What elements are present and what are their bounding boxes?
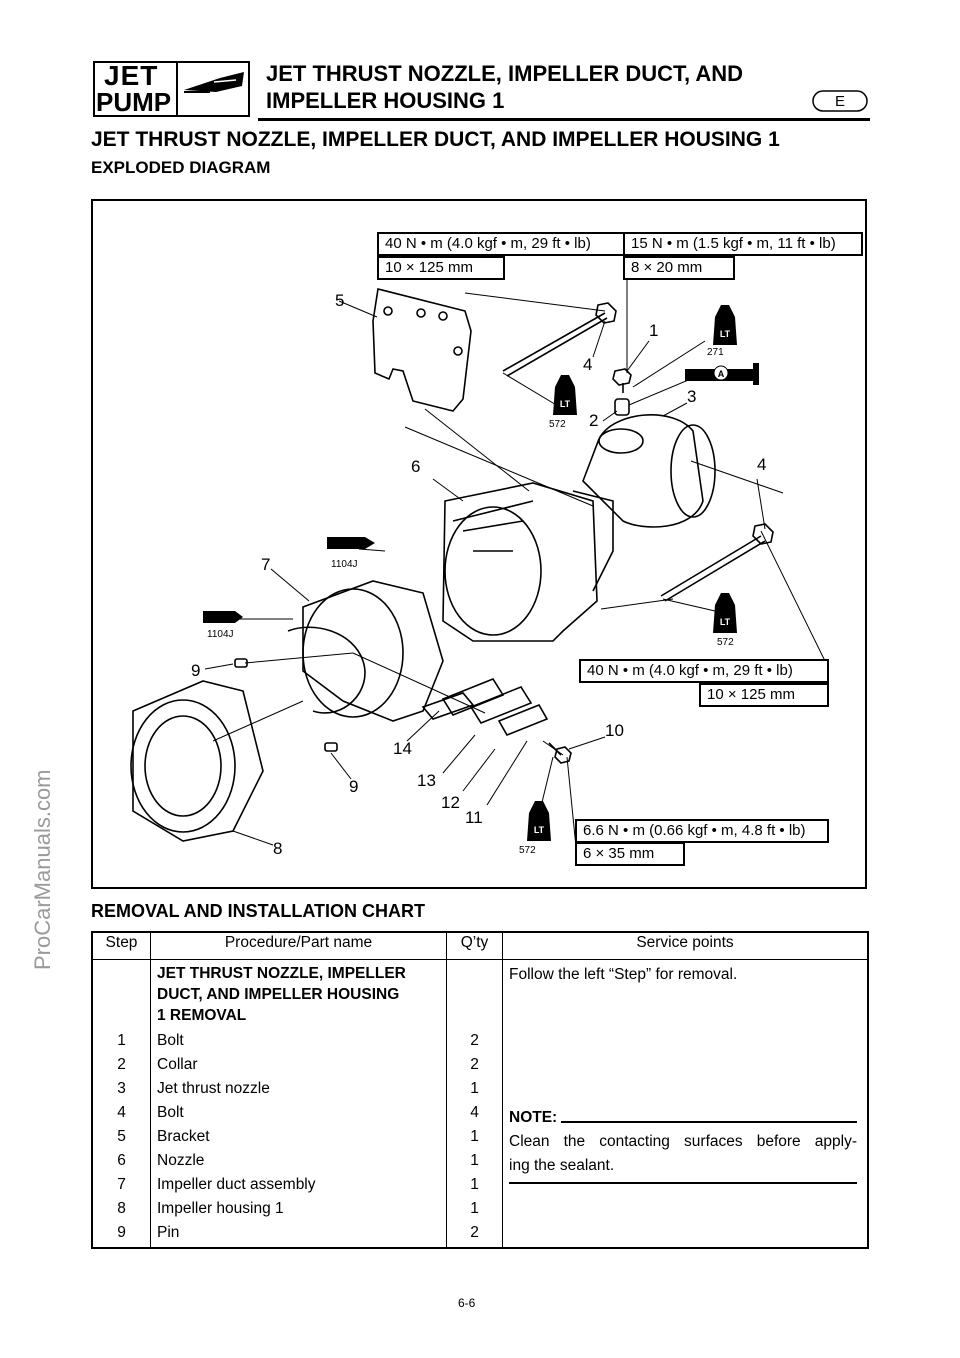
- service-points-cell: Follow the left “Step” for removal. NOTE…: [502, 959, 869, 1248]
- sealant-label-572-b: 572: [717, 637, 734, 648]
- language-badge: E: [812, 90, 868, 112]
- callout-4b: 4: [757, 455, 767, 474]
- callout-12: 12: [441, 793, 460, 812]
- section-badge: [93, 61, 250, 117]
- impeller-housing-part: [132, 680, 264, 842]
- note-rule-top: [561, 1121, 857, 1123]
- nozzle-part: [442, 482, 598, 642]
- page-title: JET THRUST NOZZLE, IMPELLER DUCT, AND IM…: [91, 128, 780, 151]
- table-row: JET THRUST NOZZLE, IMPELLER DUCT, AND IM…: [91, 959, 869, 1248]
- sealant-label-572-a: 572: [549, 419, 566, 430]
- callout-8: 8: [273, 839, 283, 858]
- callout-14: 14: [393, 739, 412, 758]
- badge-divider: [176, 61, 178, 115]
- callout-7: 7: [261, 555, 271, 574]
- group-heading: JET THRUST NOZZLE, IMPELLER DUCT, AND IM…: [150, 959, 447, 1029]
- callout-2: 2: [589, 411, 599, 430]
- header-title-line1: JET THRUST NOZZLE, IMPELLER DUCT, AND: [266, 61, 744, 86]
- note-rule-bottom: [509, 1182, 857, 1184]
- sealant-label-572-c: 572: [519, 845, 536, 856]
- callout-13: 13: [417, 771, 436, 790]
- header-title: JET THRUST NOZZLE, IMPELLER DUCT, AND IM…: [266, 60, 826, 114]
- callout-4a: 4: [583, 355, 593, 374]
- lt-badge-text-d: LT: [534, 825, 545, 835]
- grease-badge-text: A: [718, 369, 725, 379]
- callout-1: 1: [649, 321, 659, 340]
- callout-5: 5: [335, 291, 345, 310]
- lt-badge-text-b: LT: [720, 329, 731, 339]
- spec-torque-bolt1: 15 N • m (1.5 kgf • m, 11 ft • lb): [623, 232, 863, 256]
- note-line2: ing the sealant.: [509, 1157, 615, 1174]
- watermark-text: ProCarManuals.com: [30, 769, 55, 970]
- jet-pump-icon: [180, 68, 248, 107]
- spec-size-bolt4-top: 10 × 125 mm: [377, 256, 505, 280]
- header-rule: [258, 118, 870, 121]
- callout-11: 11: [465, 808, 483, 827]
- header-service-points: Service points: [502, 932, 869, 960]
- language-badge-text: E: [835, 93, 845, 110]
- group-heading-line1: JET THRUST NOZZLE, IMPELLER: [157, 965, 406, 982]
- section-badge-bottom: PUMP: [96, 87, 172, 117]
- spec-size-bolt4-bottom: 10 × 125 mm: [699, 683, 829, 707]
- watermark: ProCarManuals.com: [20, 560, 60, 980]
- spec-torque-bolt4-top: 40 N • m (4.0 kgf • m, 29 ft • lb): [377, 232, 625, 256]
- spec-torque-bolt4-bottom: 40 N • m (4.0 kgf • m, 29 ft • lb): [579, 659, 829, 683]
- note-line1: Clean the contacting surfaces before app…: [509, 1133, 857, 1150]
- spec-size-bolt1: 8 × 20 mm: [623, 256, 735, 280]
- sealant-label-271: 271: [707, 347, 724, 358]
- header-qty: Q’ty: [446, 932, 503, 960]
- header-step: Step: [91, 932, 151, 960]
- group-heading-line3: 1 REMOVAL: [157, 1007, 247, 1024]
- callout-3: 3: [687, 387, 697, 406]
- callout-9a: 9: [191, 661, 201, 680]
- bracket-part: [372, 288, 472, 412]
- header-procedure: Procedure/Part name: [150, 932, 447, 960]
- exploded-diagram-drawing: LT LT LT LT A: [130, 265, 826, 858]
- sealant-label-1104j-a: 1104J: [331, 559, 358, 570]
- group-heading-line2: DUCT, AND IMPELLER HOUSING: [157, 986, 400, 1003]
- callout-10: 10: [605, 721, 624, 740]
- lt-badge-text-a: LT: [560, 399, 571, 409]
- section-subtitle: EXPLODED DIAGRAM: [91, 158, 271, 177]
- jet-thrust-nozzle-part: [582, 414, 704, 528]
- callout-9b: 9: [349, 777, 359, 796]
- note-heading: NOTE:: [509, 1106, 857, 1130]
- page-number: 6-6: [458, 1296, 476, 1310]
- callout-6: 6: [411, 457, 421, 476]
- sealant-label-1104j-b: 1104J: [207, 629, 234, 640]
- exploded-diagram: LT LT LT LT A 40 N • m (4.0 kgf • m, 29 …: [91, 199, 867, 889]
- removal-installation-table: Step Procedure/Part name Q’ty Service po…: [91, 931, 869, 1249]
- lt-badge-text-c: LT: [720, 617, 731, 627]
- section-badge-top: JET: [104, 60, 159, 91]
- group-note: Follow the left “Step” for removal.: [509, 966, 738, 983]
- chart-title: REMOVAL AND INSTALLATION CHART: [91, 901, 425, 921]
- note-label: NOTE:: [509, 1109, 558, 1126]
- table-header-row: Step Procedure/Part name Q’ty Service po…: [91, 932, 869, 960]
- spec-size-bolt10: 6 × 35 mm: [575, 842, 685, 866]
- header-title-line2: IMPELLER HOUSING 1: [266, 88, 505, 113]
- spec-torque-bolt10: 6.6 N • m (0.66 kgf • m, 4.8 ft • lb): [575, 819, 829, 843]
- impeller-duct-part: [302, 580, 444, 722]
